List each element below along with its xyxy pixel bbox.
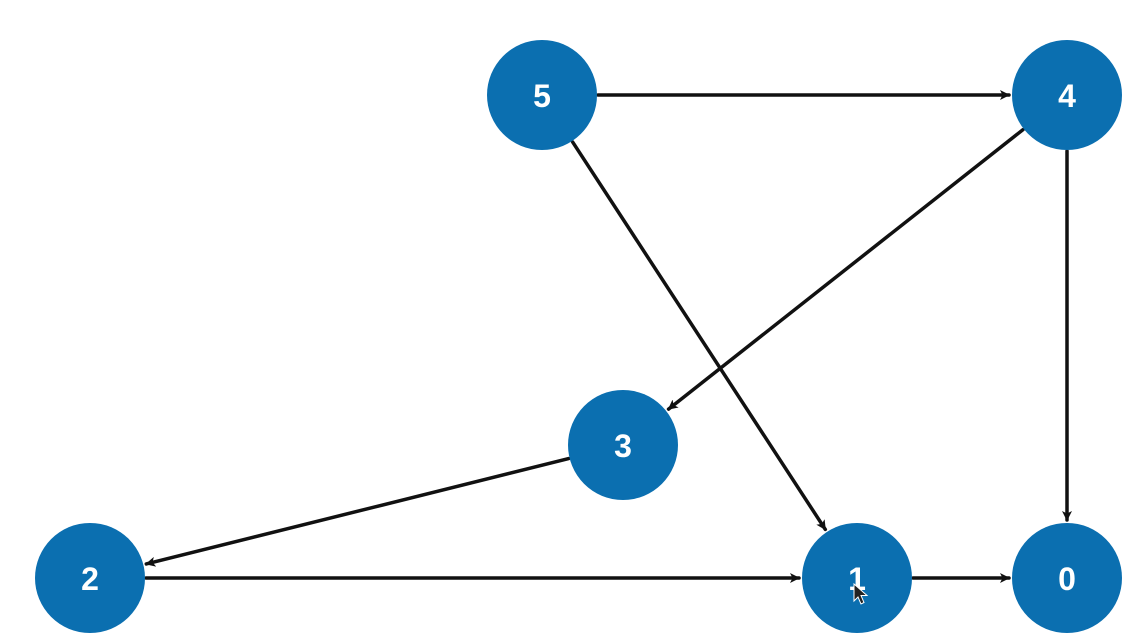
node-circle xyxy=(1012,523,1122,633)
node-label: 2 xyxy=(81,561,99,597)
node-label: 0 xyxy=(1058,561,1076,597)
node-circle xyxy=(487,40,597,150)
node-1[interactable]: 1 xyxy=(802,523,912,633)
edges-layer xyxy=(144,90,1072,583)
node-4[interactable]: 4 xyxy=(1012,40,1122,150)
node-5[interactable]: 5 xyxy=(487,40,597,150)
node-label: 5 xyxy=(533,78,551,114)
cursor-layer xyxy=(853,582,869,605)
edge-4-to-3 xyxy=(666,127,1025,411)
node-circle xyxy=(568,390,678,500)
node-3[interactable]: 3 xyxy=(568,390,678,500)
node-label: 4 xyxy=(1058,78,1076,114)
node-label: 3 xyxy=(614,428,632,464)
node-circle xyxy=(802,523,912,633)
edge-3-to-2 xyxy=(144,456,571,567)
node-0[interactable]: 0 xyxy=(1012,523,1122,633)
node-circle xyxy=(1012,40,1122,150)
node-label: 1 xyxy=(848,561,866,597)
mouse-pointer-icon xyxy=(853,582,869,605)
node-2[interactable]: 2 xyxy=(35,523,145,633)
node-circle xyxy=(35,523,145,633)
edge-5-to-1 xyxy=(570,140,828,532)
nodes-layer: 5 4 3 2 1 0 xyxy=(35,40,1122,633)
